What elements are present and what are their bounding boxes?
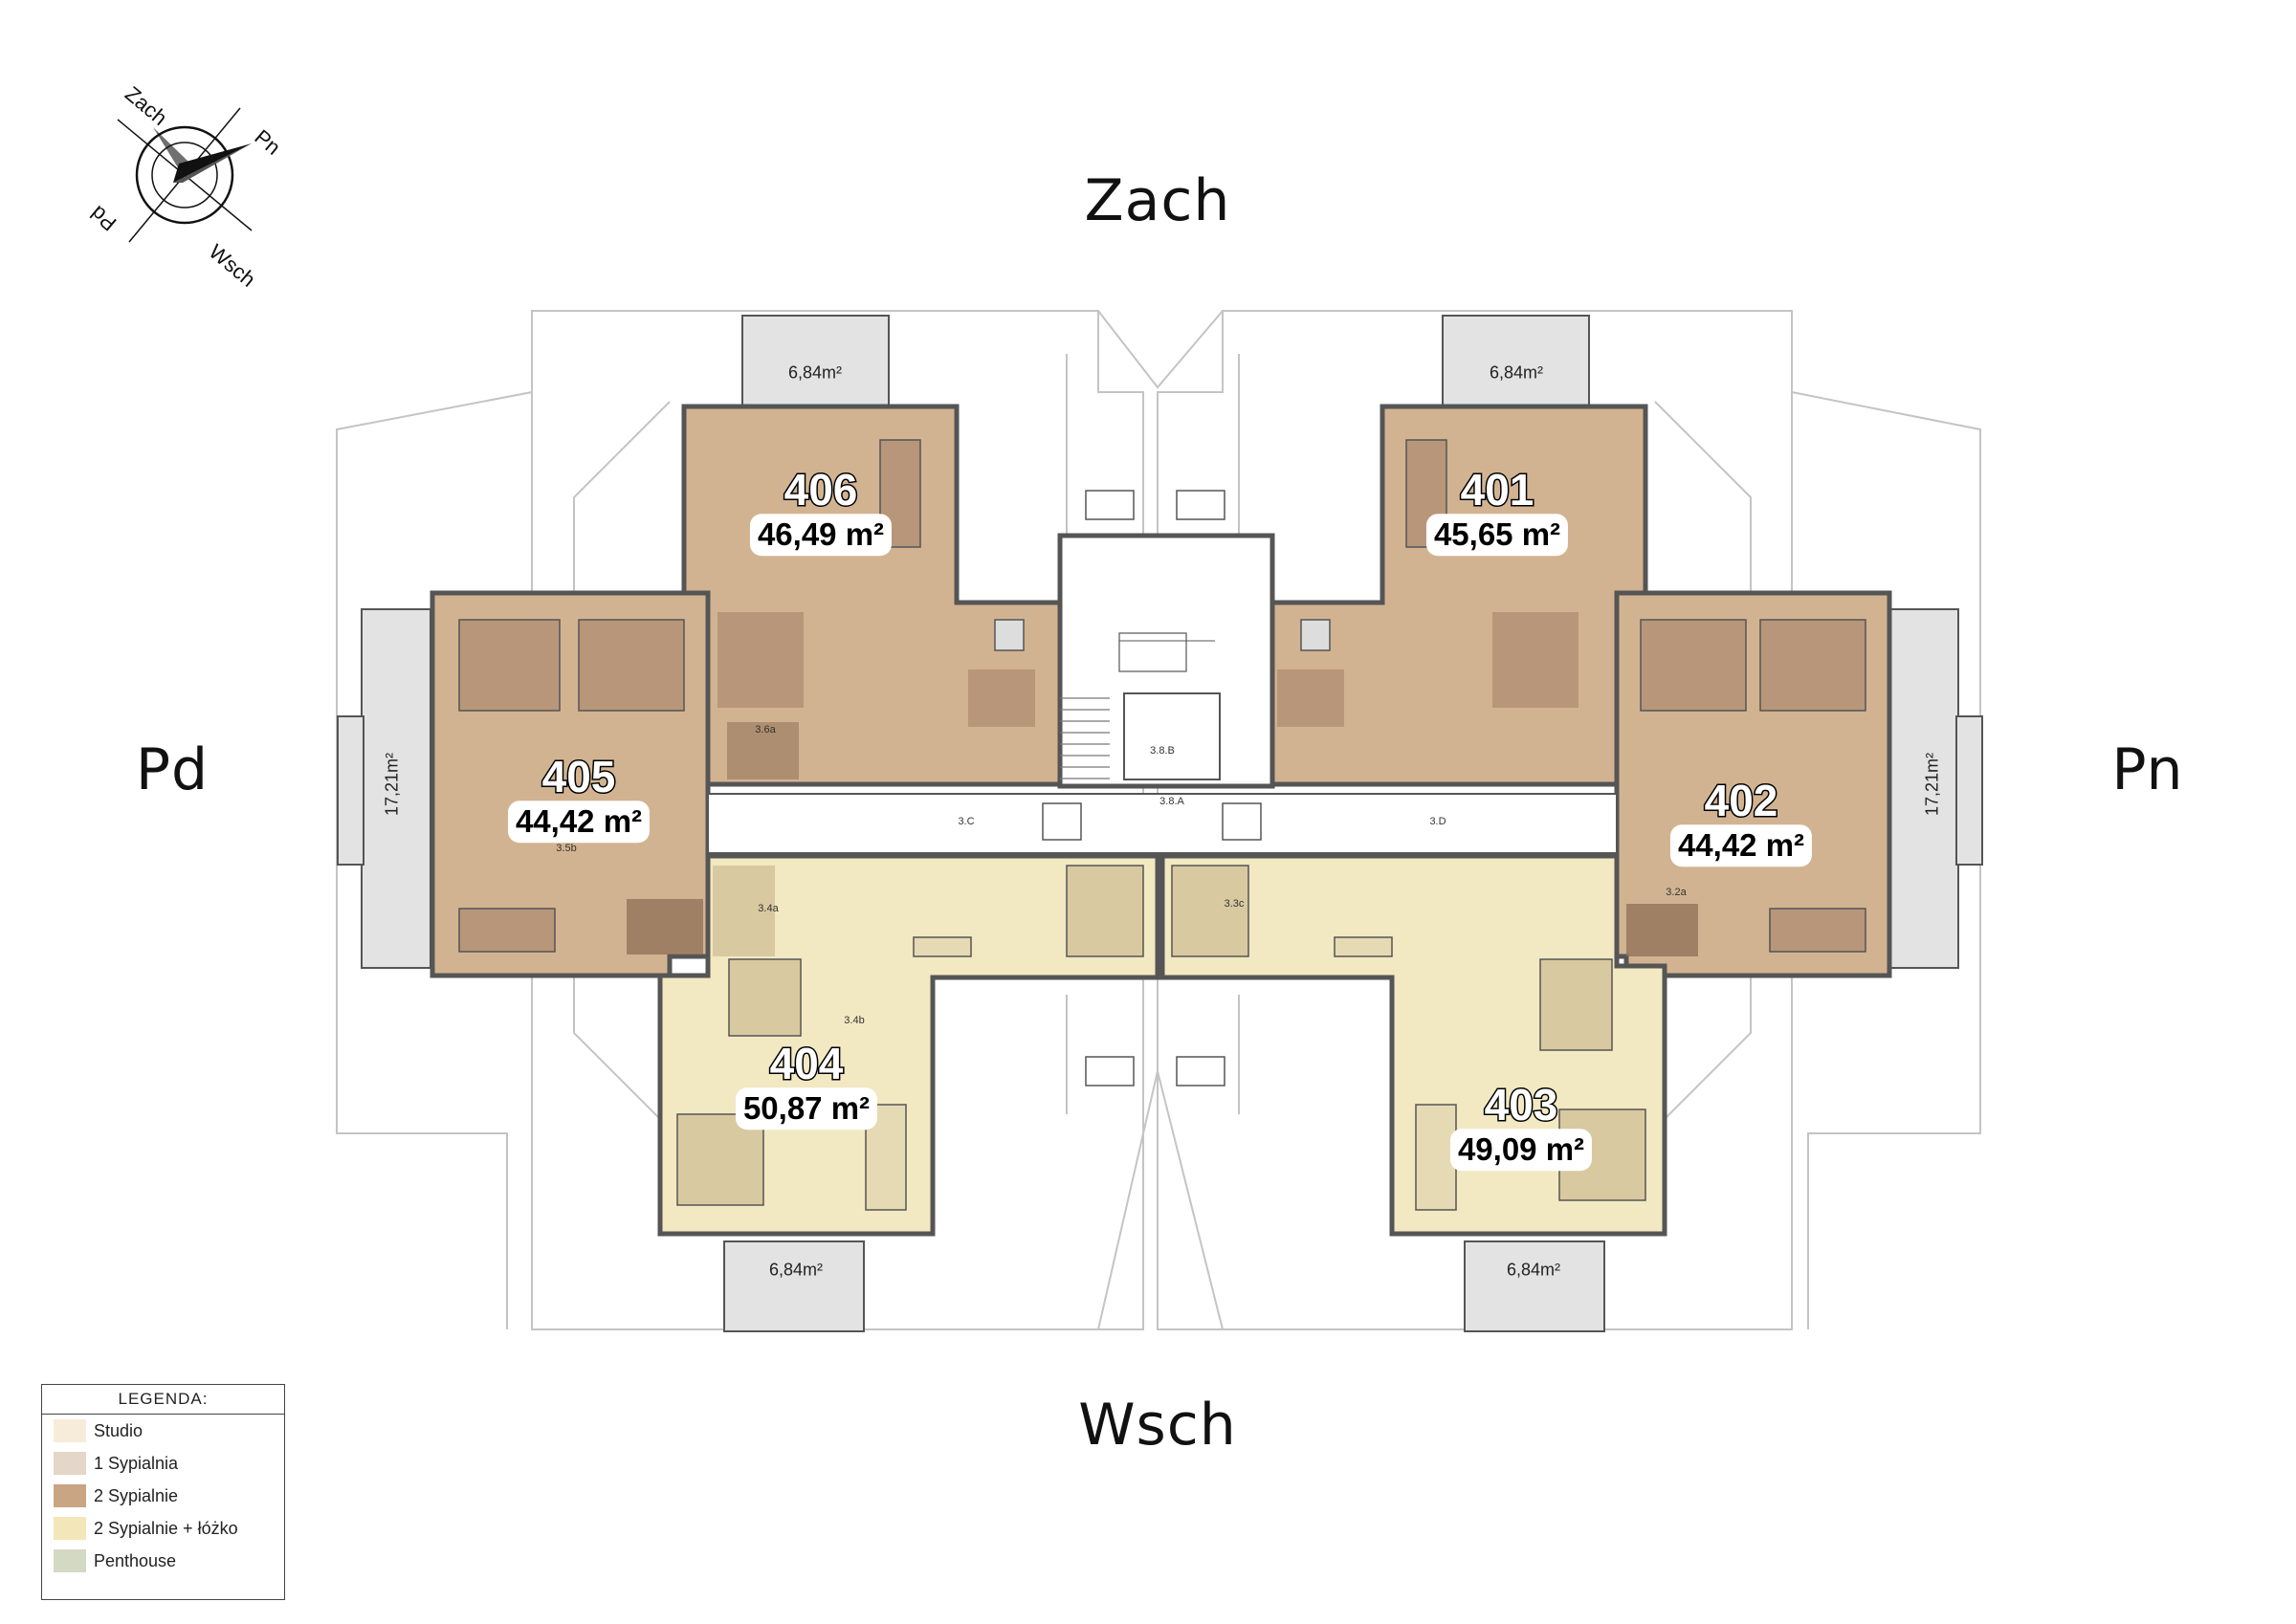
balcony-top-right — [1442, 315, 1590, 407]
legend-title: LEGENDA: — [42, 1385, 284, 1415]
legend-item-1-sypialnia: 1 Sypialnia — [42, 1447, 284, 1480]
legend-label: Studio — [94, 1420, 144, 1440]
apartment-number: 402 — [1703, 776, 1779, 826]
balcony-label-bottom-left: 6,84m² — [768, 1260, 824, 1280]
apartment-number: 401 — [1459, 465, 1535, 516]
balcony-right — [1888, 608, 1959, 969]
legend-swatch — [54, 1517, 86, 1540]
balcony-label-left: 17,21m² — [382, 752, 402, 817]
room-code: 3.C — [958, 816, 975, 827]
legend-label: 2 Sypialnie — [94, 1485, 179, 1505]
legend-swatch — [54, 1484, 86, 1507]
direction-left: Pd — [135, 736, 210, 803]
legend-label: Penthouse — [94, 1550, 177, 1570]
apartment-number: 405 — [541, 752, 617, 802]
room-code: 3.8.A — [1159, 796, 1184, 807]
legend: LEGENDA: Studio 1 Sypialnia 2 Sypialnie … — [41, 1384, 285, 1600]
direction-top: Zach — [1084, 167, 1231, 234]
apartment-area: 50,87 m² — [735, 1087, 878, 1130]
apartment-401-area — [1269, 404, 1648, 787]
direction-right: Pn — [2111, 736, 2184, 803]
balcony-label-top-left: 6,84m² — [787, 362, 843, 383]
legend-item-2-sypialnie: 2 Sypialnie — [42, 1480, 284, 1512]
apartment-area: 45,65 m² — [1425, 514, 1569, 556]
apartment-402-area — [1614, 590, 1892, 978]
balcony-label-right: 17,21m² — [1922, 752, 1942, 817]
room-code: 3.3c — [1224, 898, 1245, 910]
legend-label: 2 Sypialnie + łóżko — [94, 1518, 238, 1538]
apartment-406-area — [681, 404, 1063, 787]
legend-item-studio: Studio — [42, 1415, 284, 1447]
room-code: 3.4a — [758, 903, 779, 914]
room-code: 3.8.B — [1150, 745, 1175, 757]
legend-swatch — [54, 1549, 86, 1572]
apartment-404-area — [657, 853, 1160, 1237]
apartment-405-area — [430, 590, 711, 978]
balcony-left — [361, 608, 431, 969]
apartment-number: 406 — [783, 465, 859, 516]
compass-rose-icon — [117, 107, 253, 243]
apartment-area: 49,09 m² — [1449, 1129, 1593, 1171]
balcony-label-top-right: 6,84m² — [1489, 362, 1544, 383]
apartment-404-label[interactable]: 404 50,87 m² — [735, 1039, 878, 1130]
balcony-label-bottom-right: 6,84m² — [1506, 1260, 1561, 1280]
apartment-403-label[interactable]: 403 49,09 m² — [1449, 1080, 1593, 1171]
apartment-area: 44,42 m² — [507, 801, 651, 843]
apartment-406-label[interactable]: 406 46,49 m² — [749, 465, 893, 556]
apartment-402-label[interactable]: 402 44,42 m² — [1669, 776, 1813, 867]
apartment-number: 403 — [1483, 1080, 1559, 1130]
legend-label: 1 Sypialnia — [94, 1453, 179, 1473]
room-code: 3.D — [1429, 816, 1446, 827]
apartment-area: 44,42 m² — [1669, 824, 1813, 867]
apartment-area: 46,49 m² — [749, 514, 893, 556]
apartment-403-area — [1159, 853, 1667, 1237]
room-code: 3.4b — [844, 1015, 865, 1026]
balcony-bottom-right — [1464, 1240, 1605, 1332]
corridor — [707, 490, 1618, 1086]
room-code: 3.6a — [755, 724, 776, 735]
balcony-top-left — [741, 315, 890, 407]
room-code: 3.5b — [556, 843, 577, 854]
apartment-number: 404 — [768, 1039, 845, 1089]
legend-item-2-sypialnie-lozko: 2 Sypialnie + łóżko — [42, 1512, 284, 1545]
room-code: 3.2a — [1666, 887, 1687, 898]
apartment-405-label[interactable]: 405 44,42 m² — [507, 752, 651, 843]
legend-item-penthouse: Penthouse — [42, 1545, 284, 1577]
apartment-401-label[interactable]: 401 45,65 m² — [1425, 465, 1569, 556]
legend-swatch — [54, 1419, 86, 1442]
legend-swatch — [54, 1452, 86, 1475]
balcony-bottom-left — [723, 1240, 865, 1332]
direction-bottom: Wsch — [1078, 1392, 1237, 1459]
